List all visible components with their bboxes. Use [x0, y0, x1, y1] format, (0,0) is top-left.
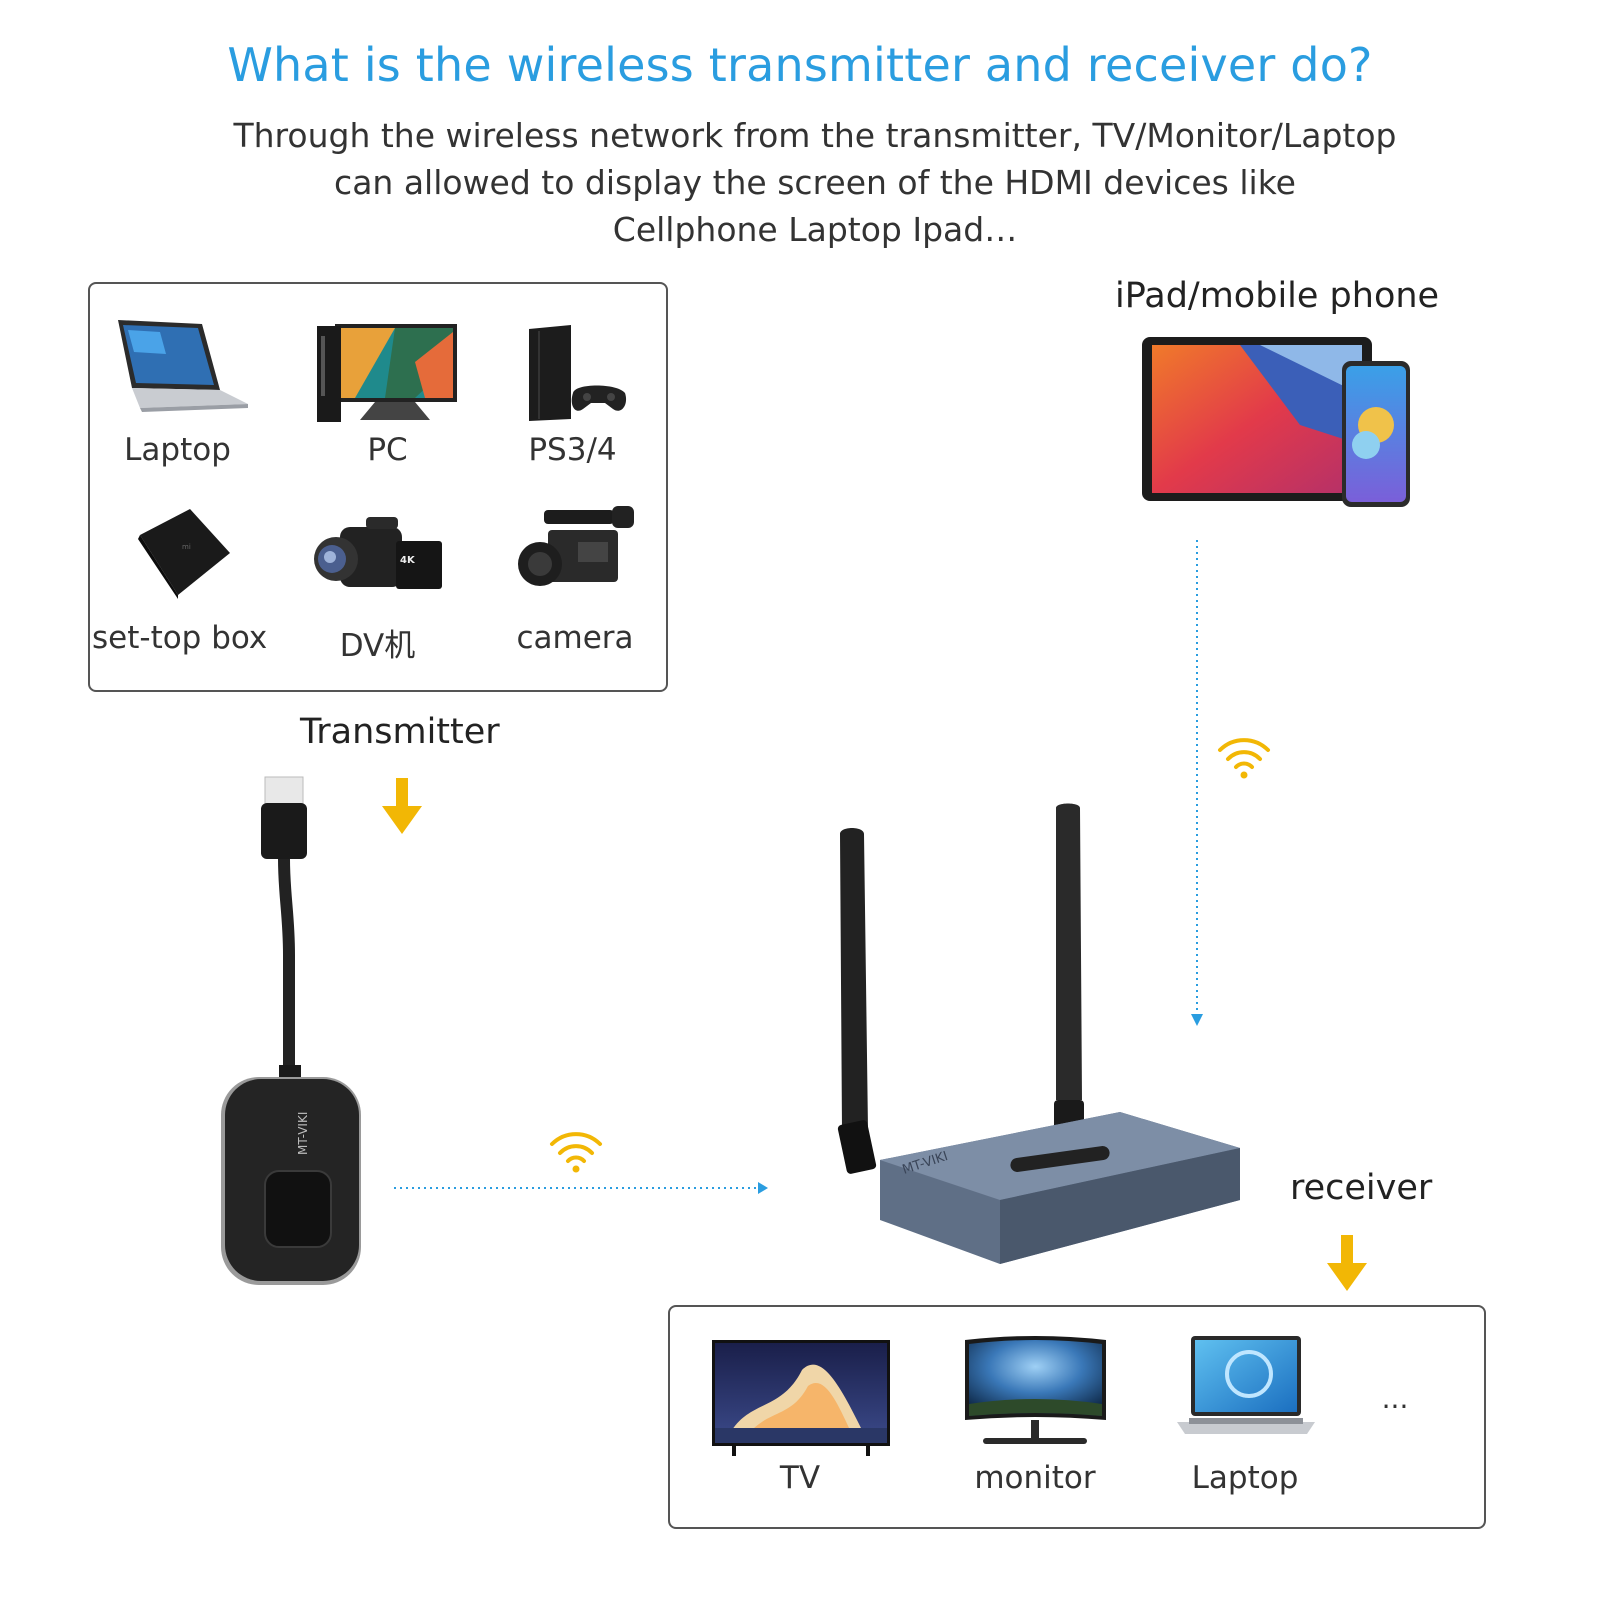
transmitter-brand-text: MT-VIKI	[296, 1112, 310, 1155]
tablet-phone-icon	[1140, 335, 1415, 513]
set-top-box-icon: mi	[130, 505, 235, 600]
source-device-pc-label: PC	[367, 432, 408, 468]
camcorder-icon: 4K	[310, 515, 445, 600]
game-console-icon	[525, 325, 630, 425]
subtitle-line-3: Cellphone Laptop Ipad…	[612, 210, 1018, 249]
dotted-line-transmitter-to-receiver	[394, 1180, 770, 1196]
laptop-icon	[110, 318, 250, 413]
more-devices-indicator: ...	[1381, 1382, 1409, 1415]
source-device-laptop-label: Laptop	[124, 432, 231, 468]
wifi-icon-transmitter	[548, 1128, 604, 1174]
dotted-line-mobile-to-receiver	[1188, 540, 1206, 1028]
camcorder-badge: 4K	[400, 555, 416, 566]
transmitter-down-arrow-icon	[380, 778, 424, 836]
display-device-tv-label: TV	[779, 1460, 821, 1496]
mobile-label: iPad/mobile phone	[1115, 276, 1440, 316]
display-device-laptop-label: Laptop	[1191, 1460, 1299, 1496]
monitor-icon	[963, 1334, 1108, 1449]
page-subtitle: Through the wireless network from the tr…	[160, 112, 1470, 253]
pro-camera-icon	[518, 502, 638, 597]
wifi-icon-mobile	[1216, 734, 1272, 780]
source-device-camera-label: camera	[516, 620, 634, 656]
source-device-ps-label: PS3/4	[528, 432, 617, 468]
pc-icon	[315, 322, 460, 427]
display-laptop-icon	[1175, 1334, 1317, 1440]
page-title: What is the wireless transmitter and rec…	[227, 38, 1373, 92]
receiver-down-arrow-icon	[1325, 1235, 1369, 1293]
transmitter-label: Transmitter	[300, 712, 500, 752]
receiver-label: receiver	[1290, 1168, 1433, 1208]
source-device-set-top-box-label: set-top box	[92, 620, 268, 656]
subtitle-line-1: Through the wireless network from the tr…	[233, 116, 1397, 155]
tv-icon	[712, 1340, 890, 1458]
subtitle-line-2: can allowed to display the screen of the…	[334, 163, 1296, 202]
display-device-monitor-label: monitor	[974, 1460, 1096, 1496]
svg-text:mi: mi	[182, 543, 191, 551]
wireless-receiver-icon: MT-VIKI	[820, 800, 1250, 1270]
source-device-dv-label: DV机	[339, 628, 416, 664]
hdmi-transmitter-icon: MT-VIKI	[215, 775, 365, 1290]
